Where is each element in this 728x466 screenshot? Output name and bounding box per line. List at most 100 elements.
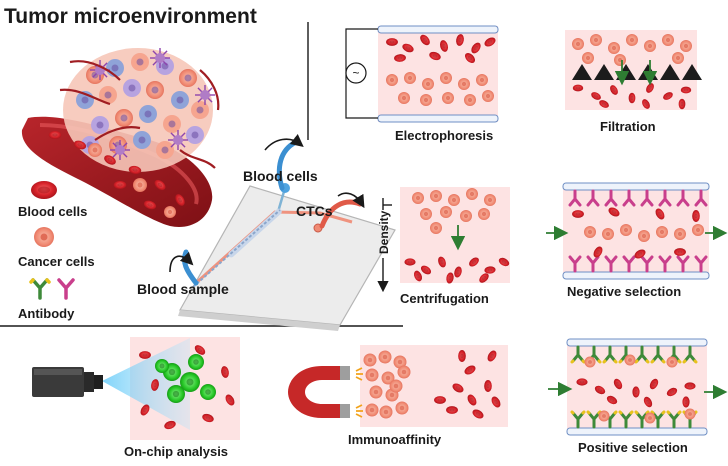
red-blood-cell (73, 140, 87, 150)
tumor-cell (163, 115, 181, 133)
antibody-icon (604, 255, 618, 273)
cancer-cell (398, 92, 410, 104)
red-blood-cell (572, 84, 584, 92)
legend-cancer-cells-label: Cancer cells (18, 254, 95, 269)
tumor-cell (191, 101, 209, 119)
fluorescent-cell (167, 385, 185, 403)
legend-antibody-icon (29, 278, 75, 300)
red-blood-cell (666, 387, 678, 397)
red-blood-cell (413, 270, 423, 282)
red-blood-cell (467, 394, 477, 406)
red-blood-cell (104, 155, 116, 165)
cancer-cell (624, 354, 636, 366)
red-blood-cell (655, 208, 665, 220)
red-blood-cell (608, 207, 620, 217)
tumor-cell (146, 81, 164, 99)
red-blood-cell (599, 100, 609, 108)
cancer-cell (614, 54, 626, 66)
tumor-cell (131, 53, 149, 71)
red-blood-cell (498, 257, 510, 267)
cancer-cell (608, 42, 620, 54)
cancer-cell (404, 72, 416, 84)
antibody-icon (694, 255, 708, 273)
red-blood-cell (684, 382, 696, 390)
tumor-cell (186, 126, 204, 144)
red-blood-cell (471, 42, 481, 54)
cancer-cell (602, 228, 614, 240)
chip-blood-cells-label: Blood cells (243, 168, 318, 184)
red-blood-cell (386, 38, 398, 46)
red-blood-cell (491, 396, 501, 408)
camera-icon (32, 367, 103, 397)
tumor-cell (156, 141, 174, 159)
negative-selection-panel (546, 182, 728, 280)
tumor-cell (123, 79, 141, 97)
red-blood-cell (221, 366, 229, 378)
antibody-icon (658, 189, 672, 207)
red-blood-cell (394, 54, 406, 62)
cancer-cell (464, 94, 476, 106)
antibody-icon (694, 189, 708, 207)
cancer-cell (590, 34, 602, 46)
cancer-cell (133, 178, 147, 192)
red-blood-cell (484, 380, 492, 392)
antibody-icon (568, 189, 582, 207)
red-blood-cell (692, 210, 700, 222)
red-blood-cell (674, 248, 686, 256)
cancer-cell (582, 52, 594, 64)
red-blood-cell (175, 194, 185, 206)
antibody-icon (640, 255, 654, 273)
immune-cell (168, 130, 188, 150)
cancer-cell (379, 405, 393, 419)
red-blood-cell (420, 34, 430, 46)
red-blood-cell (484, 37, 496, 47)
cancer-cell (164, 206, 176, 218)
cancer-cell (692, 224, 704, 236)
cancer-cell (389, 379, 403, 393)
red-blood-cell (456, 34, 464, 46)
red-blood-cell (487, 350, 497, 362)
electrophoresis-panel: ~ (345, 25, 499, 123)
cancer-cell (397, 365, 411, 379)
red-blood-cell (464, 365, 476, 375)
tumor-cell (91, 116, 109, 134)
red-blood-cell (649, 378, 659, 390)
cancer-cell (684, 408, 696, 420)
cancer-cell (440, 206, 452, 218)
cancer-cell (448, 194, 460, 206)
electrophoresis-label: Electrophoresis (395, 128, 493, 143)
antibody-icon (568, 255, 582, 273)
red-blood-cell (154, 179, 166, 191)
antibody-icon (682, 345, 698, 364)
cancer-cell (644, 40, 656, 52)
red-blood-cell (128, 165, 142, 175)
tumor-cell (133, 131, 151, 149)
cancer-cell (584, 226, 596, 238)
on-chip-analysis-label: On-chip analysis (124, 444, 228, 459)
red-blood-cell (572, 210, 584, 218)
red-blood-cell (48, 130, 62, 140)
red-blood-cell (164, 420, 176, 430)
cancer-cell (644, 412, 656, 424)
cancer-cell (672, 52, 684, 64)
antibody-icon (586, 189, 600, 207)
antibody-icon (570, 345, 586, 364)
red-blood-cell (464, 52, 476, 64)
red-blood-cell (202, 413, 214, 423)
filter-pillar (660, 64, 680, 80)
fluorescent-cell (155, 359, 169, 373)
positive-selection-panel (548, 338, 728, 436)
cancer-cell (466, 188, 478, 200)
antibody-icon (650, 410, 666, 429)
red-blood-cell (113, 180, 127, 190)
legend: Blood cells Cancer cells Antibody (18, 181, 95, 321)
cancer-cell (430, 190, 442, 202)
cancer-cell (584, 356, 596, 368)
red-blood-cell (610, 85, 618, 95)
cancer-cell (484, 194, 496, 206)
red-blood-cell (434, 396, 446, 404)
cancer-cell (88, 143, 102, 157)
red-blood-cell (194, 345, 206, 355)
